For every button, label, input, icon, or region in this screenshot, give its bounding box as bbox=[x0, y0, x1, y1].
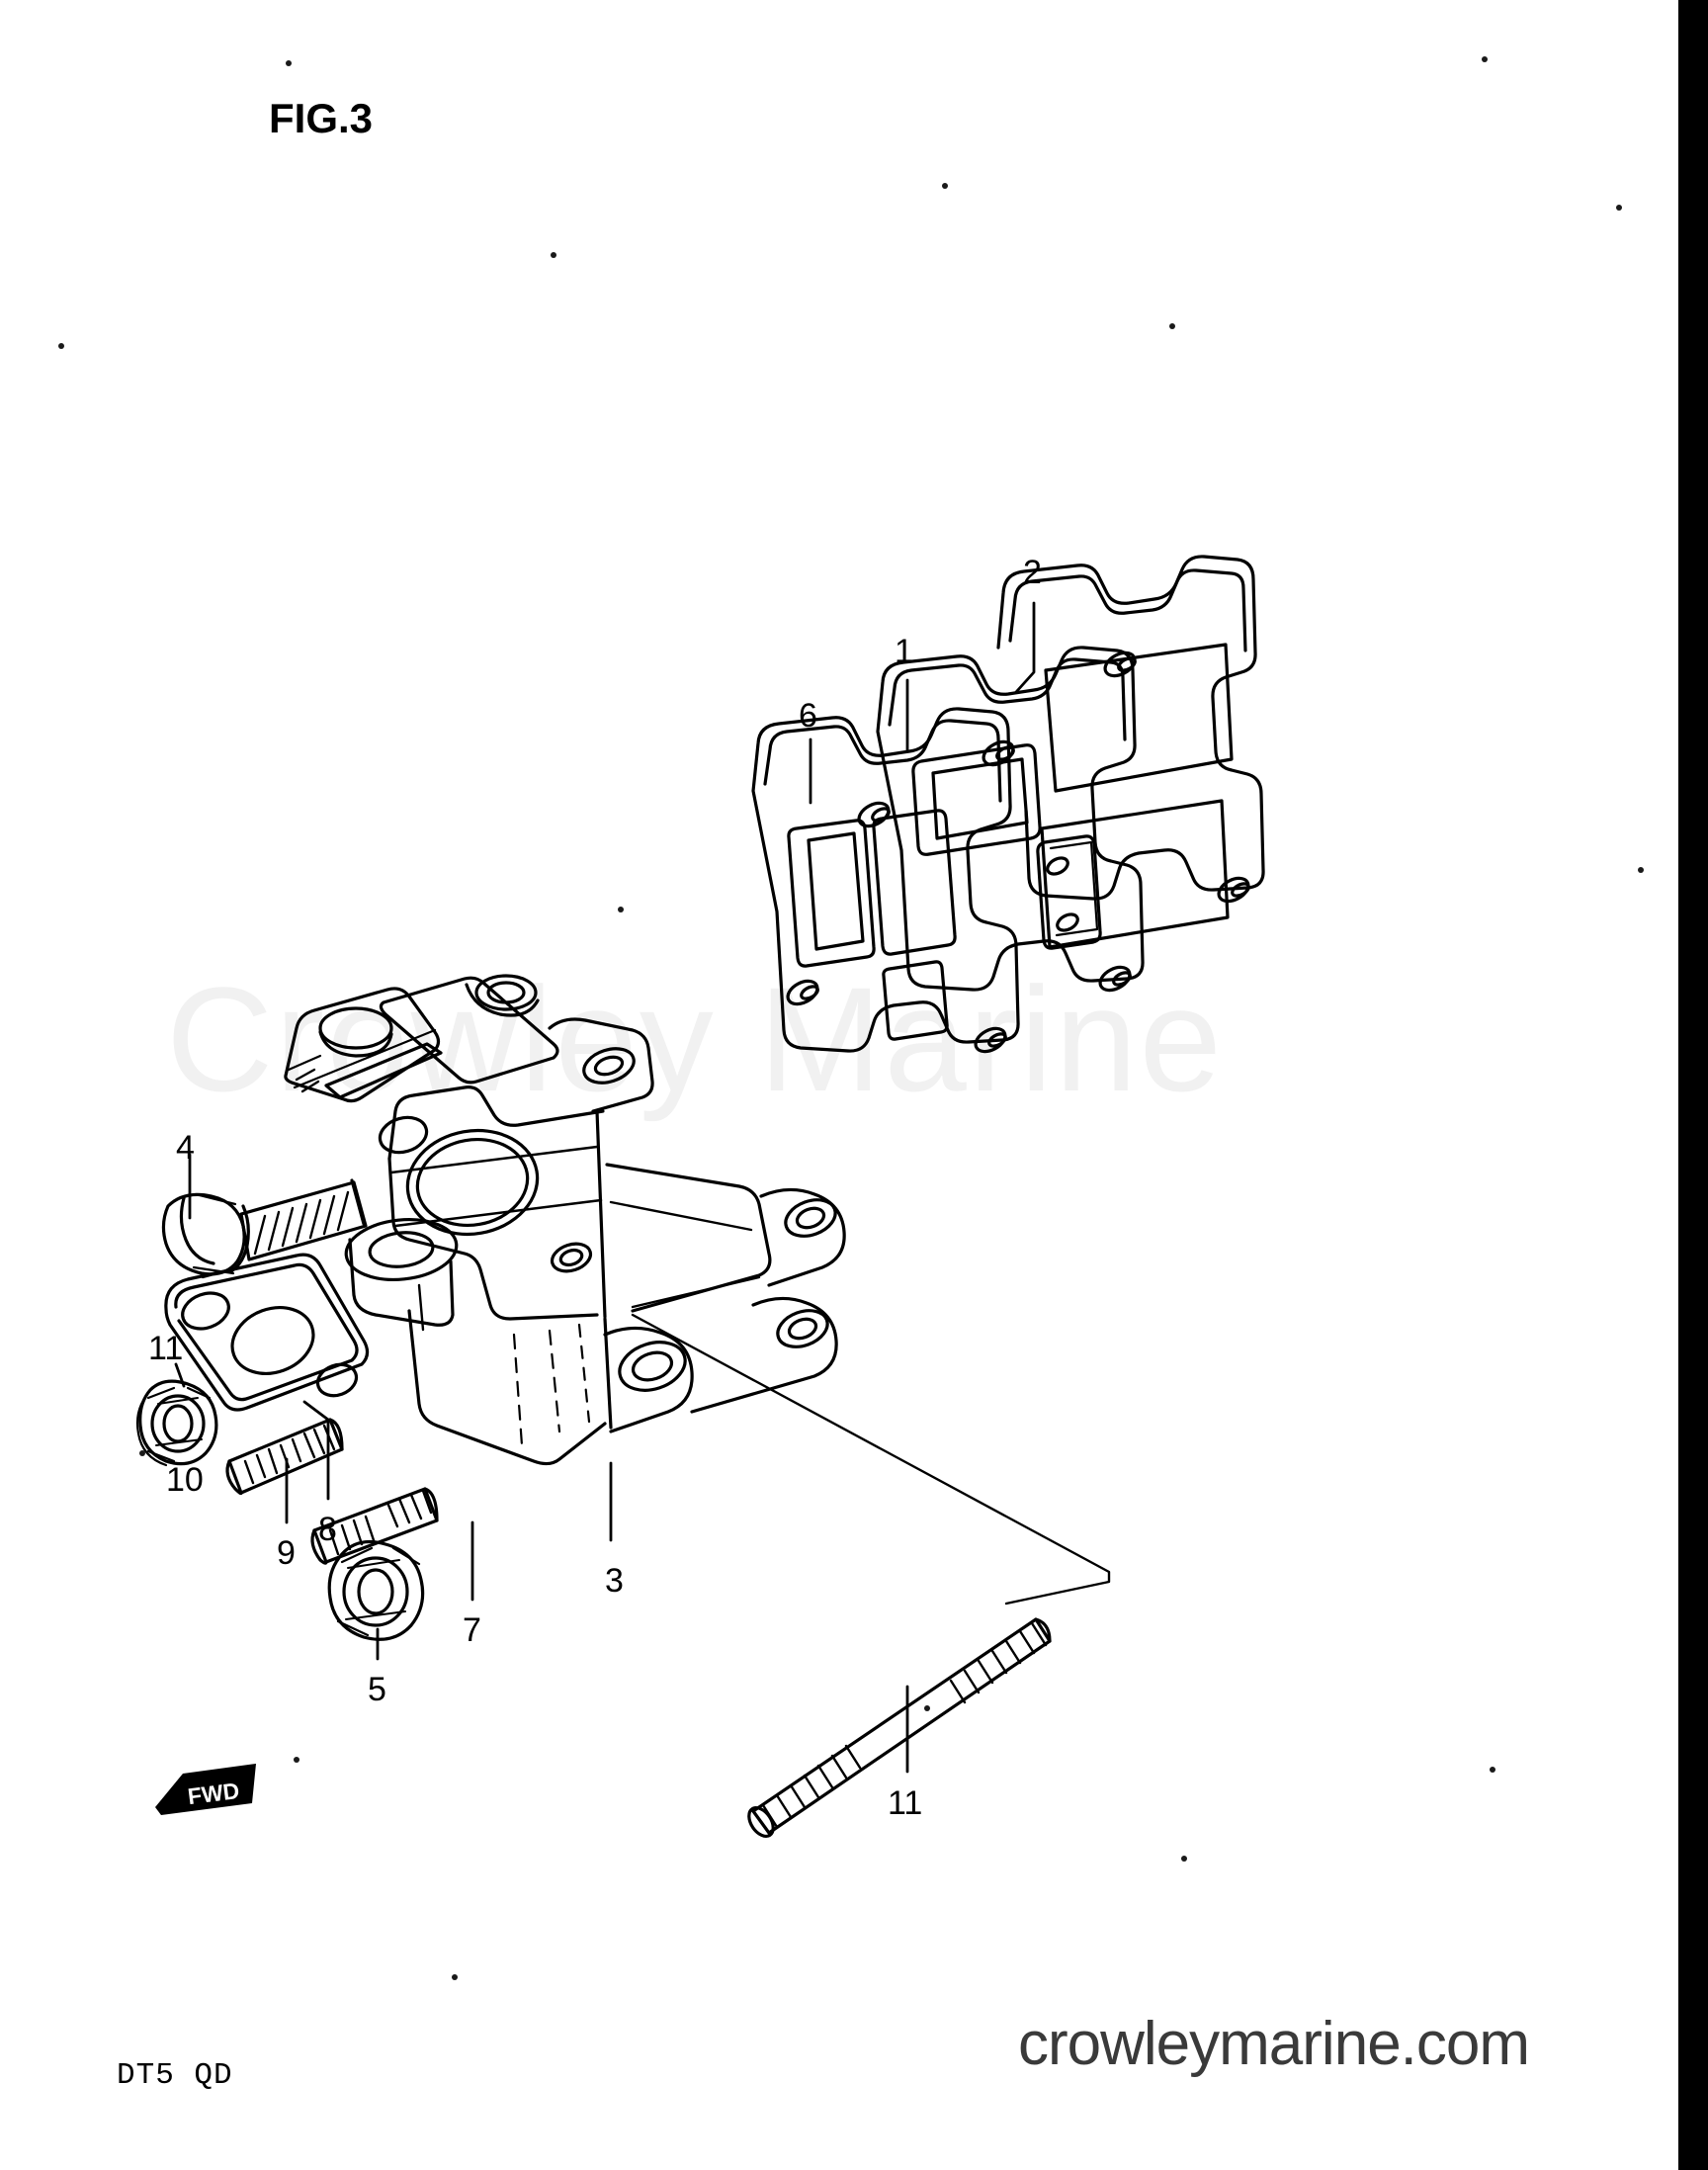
gasket-part-2 bbox=[996, 555, 1265, 949]
callout-label-8: 8 bbox=[318, 1511, 337, 1548]
callout-label-7: 7 bbox=[463, 1611, 481, 1649]
leader-8 bbox=[302, 1400, 330, 1501]
callout-label-11b: 11 bbox=[888, 1784, 923, 1822]
callout-label-1: 1 bbox=[895, 633, 913, 670]
callout-leader-lines bbox=[174, 601, 1111, 1774]
flange-nut-part-5 bbox=[327, 1540, 425, 1641]
stud-bolt-part-7 bbox=[310, 1487, 439, 1565]
callout-label-4: 4 bbox=[176, 1129, 195, 1167]
leader-11 bbox=[174, 1362, 186, 1388]
callout-label-3: 3 bbox=[605, 1562, 624, 1600]
fwd-arrow-marker: FWD bbox=[155, 1764, 256, 1815]
callout-label-11: 11 bbox=[148, 1330, 184, 1367]
reed-plate-part-1 bbox=[876, 646, 1145, 993]
callout-label-10: 10 bbox=[166, 1461, 204, 1499]
stud-bolt-long-part-11 bbox=[747, 1617, 1052, 1838]
manifold-casting-part-3 bbox=[284, 974, 846, 1466]
model-code-label: DT5 QD bbox=[117, 2058, 233, 2093]
leader-2 bbox=[1014, 601, 1036, 694]
flange-nut-part-10 bbox=[135, 1394, 168, 1467]
stud-bolt-part-9 bbox=[225, 1418, 344, 1496]
figure-title: FIG.3 bbox=[269, 95, 374, 141]
flange-nut-part-11 bbox=[138, 1379, 218, 1466]
scan-border-right bbox=[1678, 0, 1708, 2170]
site-brand-label: crowleymarine.com bbox=[1018, 2010, 1530, 2078]
reed-body-part-6 bbox=[751, 707, 1020, 1054]
leader-assembly-path bbox=[631, 1313, 1111, 1606]
callout-label-9: 9 bbox=[277, 1534, 296, 1572]
callout-label-5: 5 bbox=[368, 1671, 386, 1708]
scan-noise bbox=[58, 56, 1644, 1980]
hex-flange-bolt-part-4 bbox=[161, 1178, 368, 1276]
callout-label-2: 2 bbox=[1023, 554, 1042, 591]
callout-label-6: 6 bbox=[799, 697, 817, 735]
fwd-label: FWD bbox=[186, 1778, 240, 1809]
crowley-marine-watermark: Crowley Marine bbox=[166, 956, 1224, 1122]
